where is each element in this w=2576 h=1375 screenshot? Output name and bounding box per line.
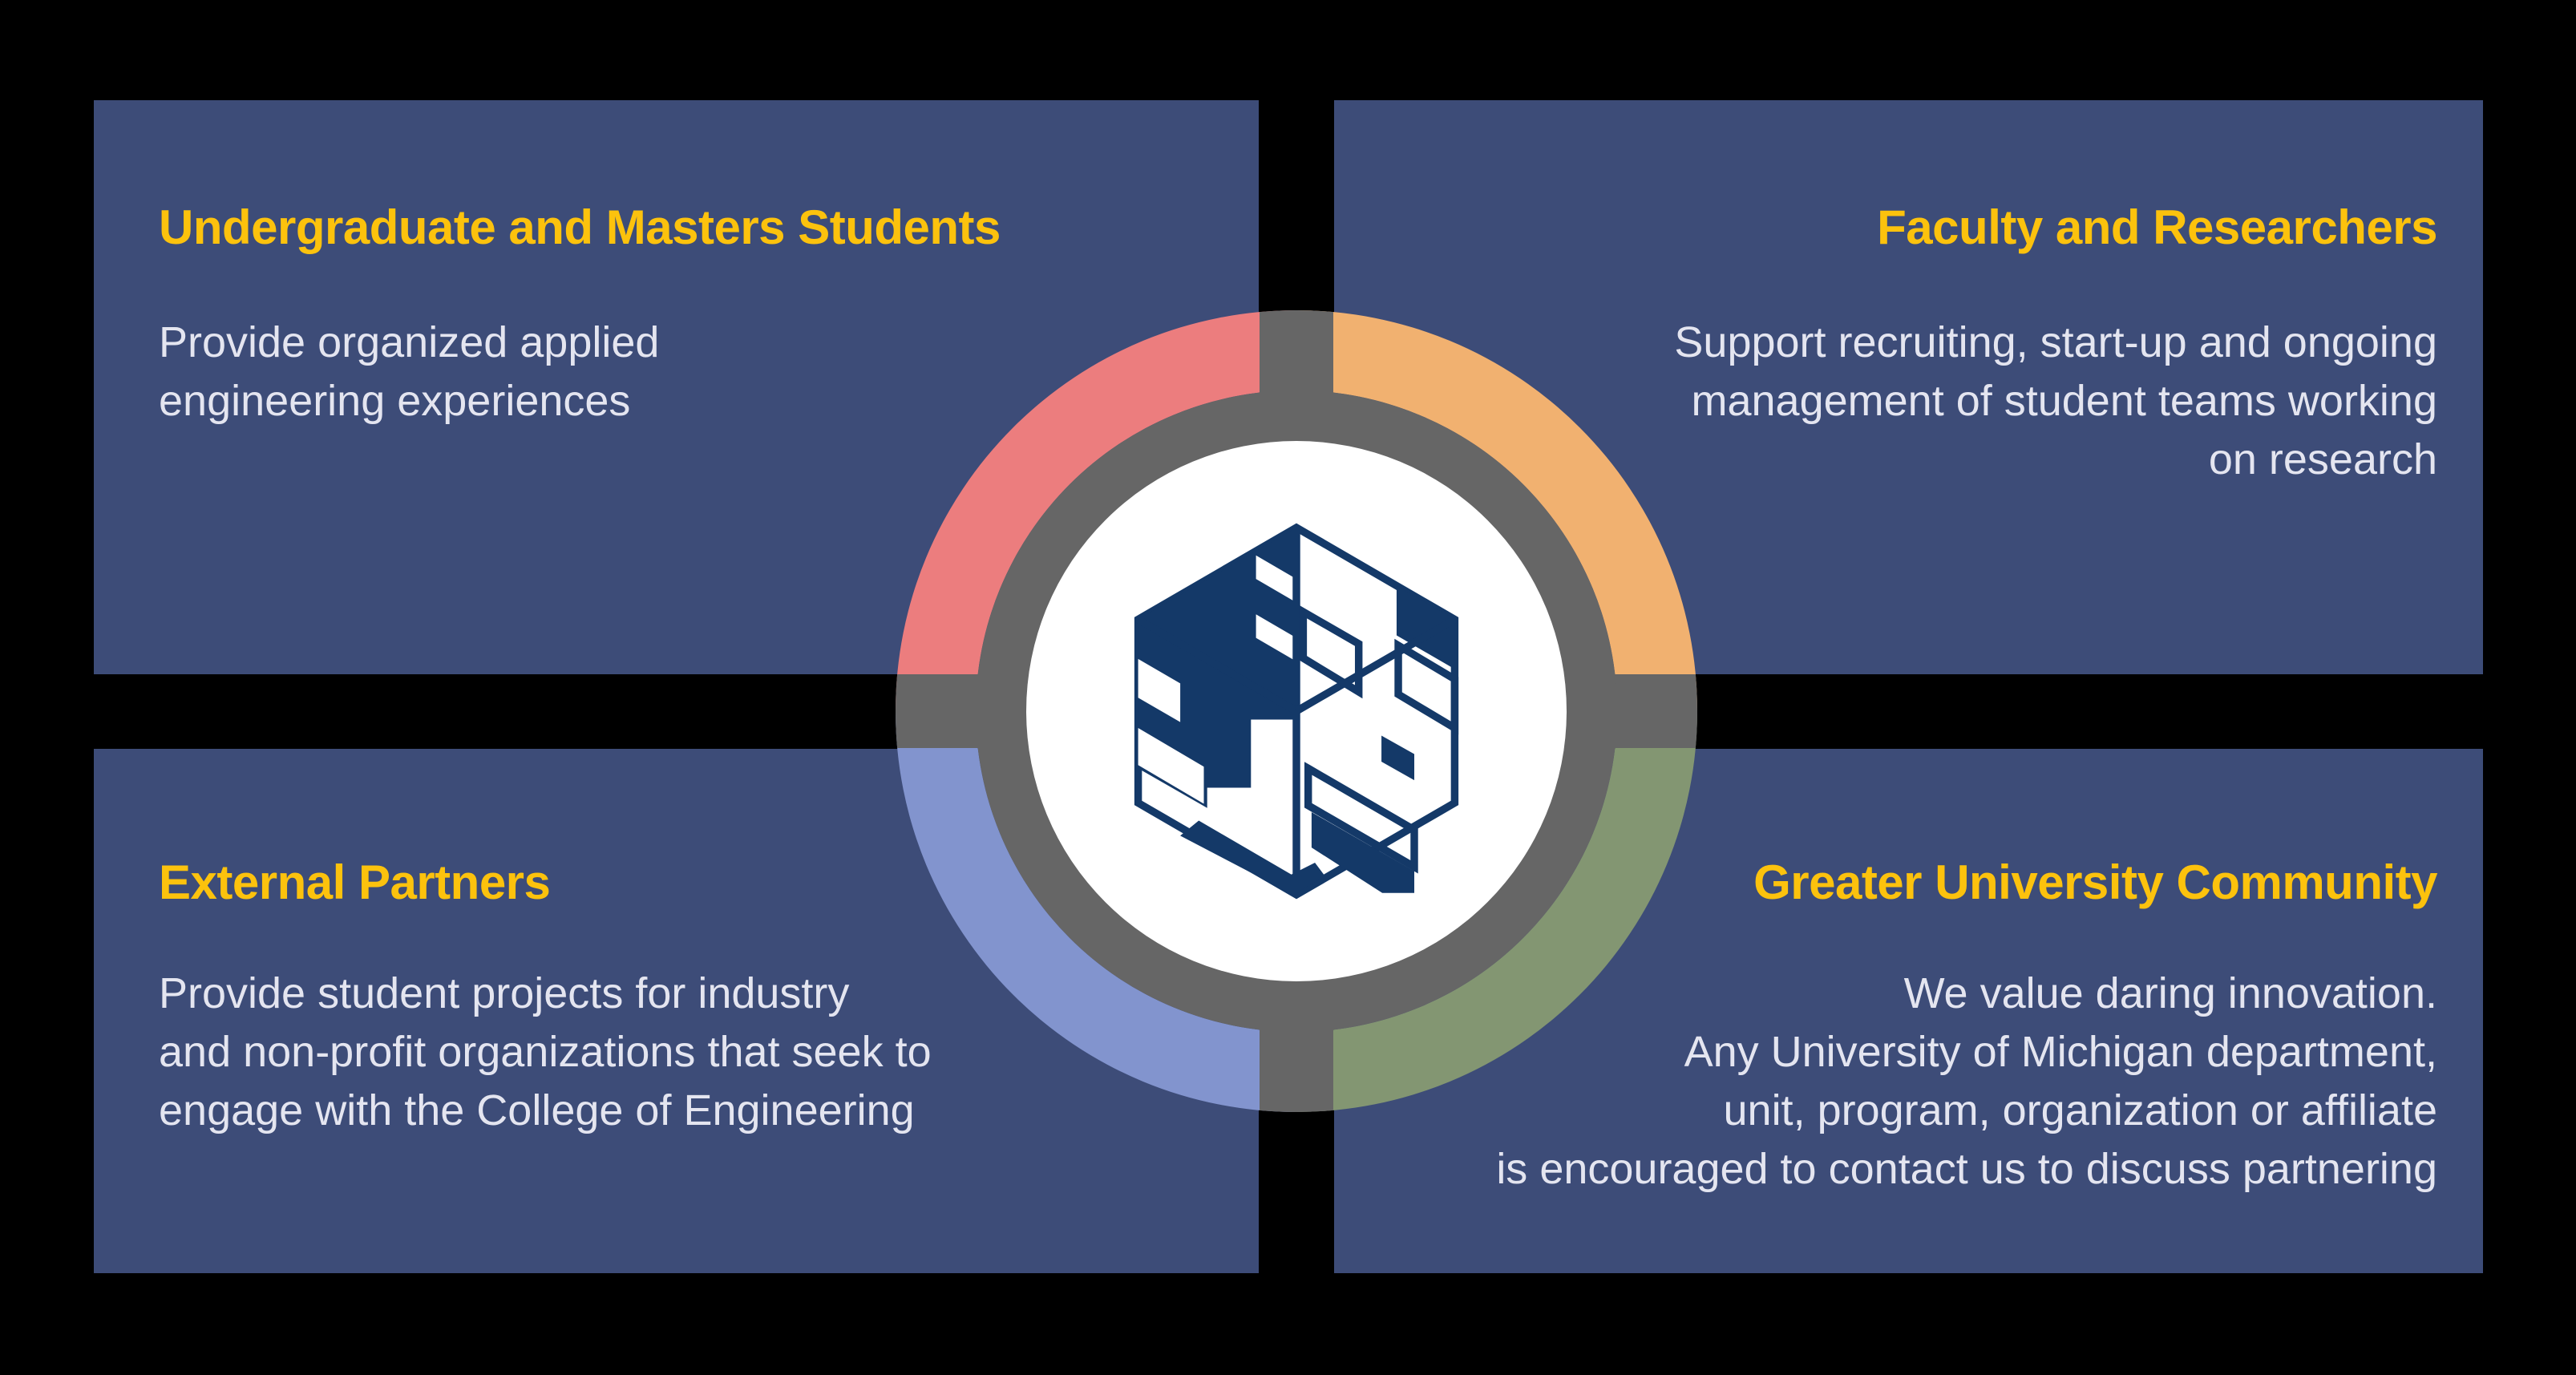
quadrant-description: Provide organized applied engineering ex… [159,318,660,425]
quadrant-title: Greater University Community [1753,855,2437,909]
quadrant-title: Undergraduate and Masters Students [159,200,1001,254]
quadrant-title: Faculty and Researchers [1877,200,2437,254]
quadrant-description: Support recruiting, start-up and ongoing… [1674,318,2437,483]
cube-edges [1136,528,1459,895]
quadrant-description: Provide student projects for industry an… [159,969,932,1134]
arc-top-right [1296,310,1697,711]
quadrant-title: External Partners [159,855,551,909]
center-ring-graphic [896,310,1697,1112]
quadrant-description: We value daring innovation. Any Universi… [1496,969,2437,1193]
engineering-cube-logo [1134,523,1459,900]
cube-cutouts [1138,555,1296,804]
arc-top-left [896,310,1296,711]
arc-bottom-left [896,711,1296,1112]
arc-bottom-right [1296,711,1697,1112]
